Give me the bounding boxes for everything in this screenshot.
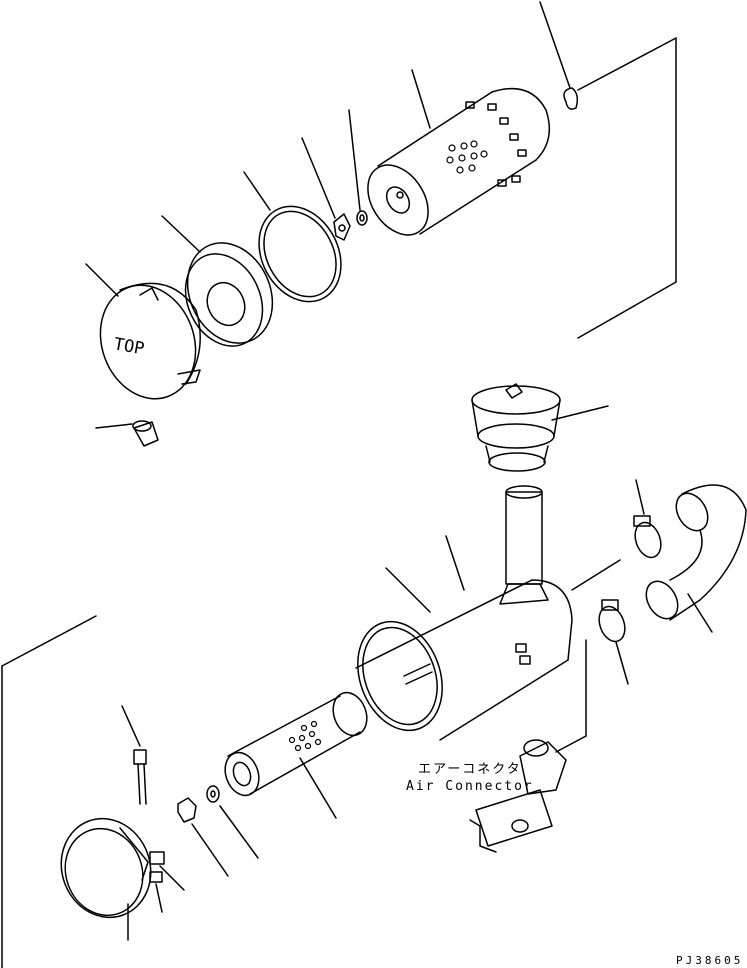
outer-filter-element [367, 69, 551, 236]
air-connector-label-jp: エアーコネクタ [418, 762, 522, 777]
leader-line [161, 215, 201, 253]
lower-assembly-bracket [1, 615, 97, 968]
nut-lower [177, 797, 229, 877]
washer-small [348, 109, 368, 226]
leader-line [348, 109, 361, 211]
dust-cap: TOP [85, 263, 201, 400]
hose-clamp-lower [598, 599, 629, 685]
pre-cleaner-cap [471, 383, 609, 472]
retaining-clip [539, 1, 579, 110]
leader-line [539, 1, 571, 89]
leader-line [85, 263, 119, 297]
hose-clamp-upper [633, 479, 662, 559]
leader-line [159, 865, 185, 891]
leader-line [301, 137, 336, 219]
leader-line [95, 423, 133, 429]
leader-line [687, 593, 713, 633]
leader-line [385, 567, 431, 613]
leader-line [635, 479, 645, 515]
leader-line [299, 757, 337, 819]
o-ring-gasket [243, 171, 342, 303]
cap-top-label: TOP [112, 334, 146, 359]
leader-line [155, 883, 163, 913]
upper-assembly-bracket [577, 37, 677, 339]
mounting-band [60, 817, 152, 941]
inner-cover [161, 215, 274, 347]
air-connector-label-en: Air Connector [406, 779, 534, 794]
leader-line [615, 641, 629, 685]
leader-line [219, 805, 259, 859]
wing-nut [301, 137, 351, 241]
filter-holes [446, 140, 488, 174]
air-connector: エアーコネクタ Air Connector [406, 639, 587, 853]
inner-safety-element [224, 691, 368, 819]
leader-line [551, 405, 609, 421]
leader-line [445, 535, 465, 591]
leader-line [243, 171, 271, 211]
part-code-label: PJ38605 [676, 954, 743, 967]
main-housing [355, 485, 621, 741]
intake-elbow-hose [645, 484, 747, 633]
washer-lower [206, 785, 259, 859]
leader-line [121, 705, 141, 747]
safety-element-holes [288, 720, 322, 752]
leader-line [191, 823, 229, 877]
evacuator-valve [95, 420, 159, 447]
leader-line [411, 69, 431, 129]
band-nut [149, 851, 185, 891]
band-nut-small [149, 871, 163, 913]
mounting-bolt [121, 705, 147, 805]
